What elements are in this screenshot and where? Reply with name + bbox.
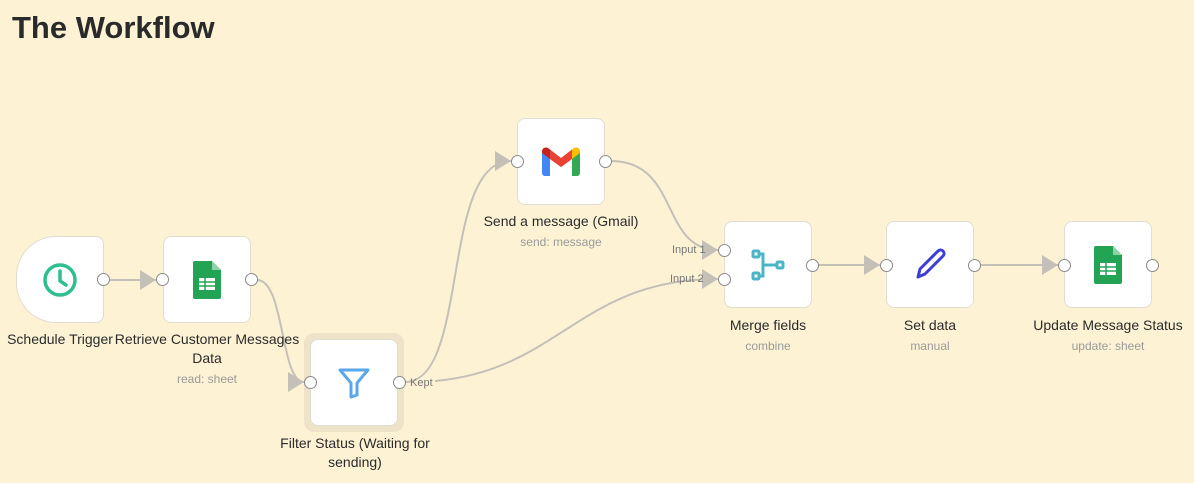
node-label: Retrieve Customer Messages Data	[114, 331, 300, 366]
node-label: Schedule Trigger	[7, 331, 113, 347]
filter-icon	[338, 368, 370, 398]
edge-retrieve-filter	[256, 279, 305, 392]
input-port[interactable]	[880, 259, 893, 272]
gmail-icon	[542, 146, 580, 176]
node-label: Send a message (Gmail)	[483, 213, 639, 229]
output-port[interactable]	[245, 273, 258, 286]
node-subtitle: manual	[910, 339, 950, 353]
node-update-message-status[interactable]	[1064, 221, 1152, 308]
output-port[interactable]	[968, 259, 981, 272]
page-title: The Workflow	[12, 10, 215, 45]
edge-filter-merge	[434, 269, 719, 382]
google-sheets-icon	[1094, 245, 1122, 284]
node-label: Update Message Status	[1033, 317, 1183, 333]
node-label: Merge fields	[729, 317, 807, 333]
merge-icon	[751, 249, 785, 280]
node-merge-fields[interactable]	[724, 221, 812, 308]
pencil-icon	[916, 247, 946, 278]
node-send-gmail[interactable]	[517, 118, 605, 205]
node-schedule-trigger[interactable]	[16, 236, 104, 323]
input-label-1: Input 1	[672, 244, 706, 256]
node-subtitle: update: sheet	[1071, 339, 1145, 353]
input-label-2: Input 2	[670, 273, 704, 285]
input-port-2[interactable]	[718, 273, 731, 286]
output-port[interactable]	[806, 259, 819, 272]
output-port[interactable]	[1146, 259, 1159, 272]
google-sheets-icon	[193, 260, 221, 299]
node-retrieve-customer-messages[interactable]	[163, 236, 251, 323]
edge-filter-gmail	[404, 151, 512, 383]
output-port[interactable]	[97, 273, 110, 286]
input-port[interactable]	[1058, 259, 1071, 272]
node-set-data[interactable]	[886, 221, 974, 308]
input-port[interactable]	[156, 273, 169, 286]
node-label: Filter Status (Waiting for sending)	[280, 435, 430, 470]
node-filter-status[interactable]	[310, 339, 398, 426]
input-port[interactable]	[304, 376, 317, 389]
node-subtitle: read: sheet	[176, 372, 238, 386]
node-label: Set data	[903, 317, 957, 333]
node-subtitle: combine	[745, 339, 791, 353]
input-port-1[interactable]	[718, 244, 731, 257]
input-port[interactable]	[511, 155, 524, 168]
output-port[interactable]	[393, 376, 406, 389]
output-port[interactable]	[599, 155, 612, 168]
node-subtitle: send: message	[520, 235, 602, 249]
clock-icon	[43, 262, 77, 297]
edge-gmail-merge	[610, 160, 719, 260]
output-label-kept: Kept	[410, 377, 433, 389]
